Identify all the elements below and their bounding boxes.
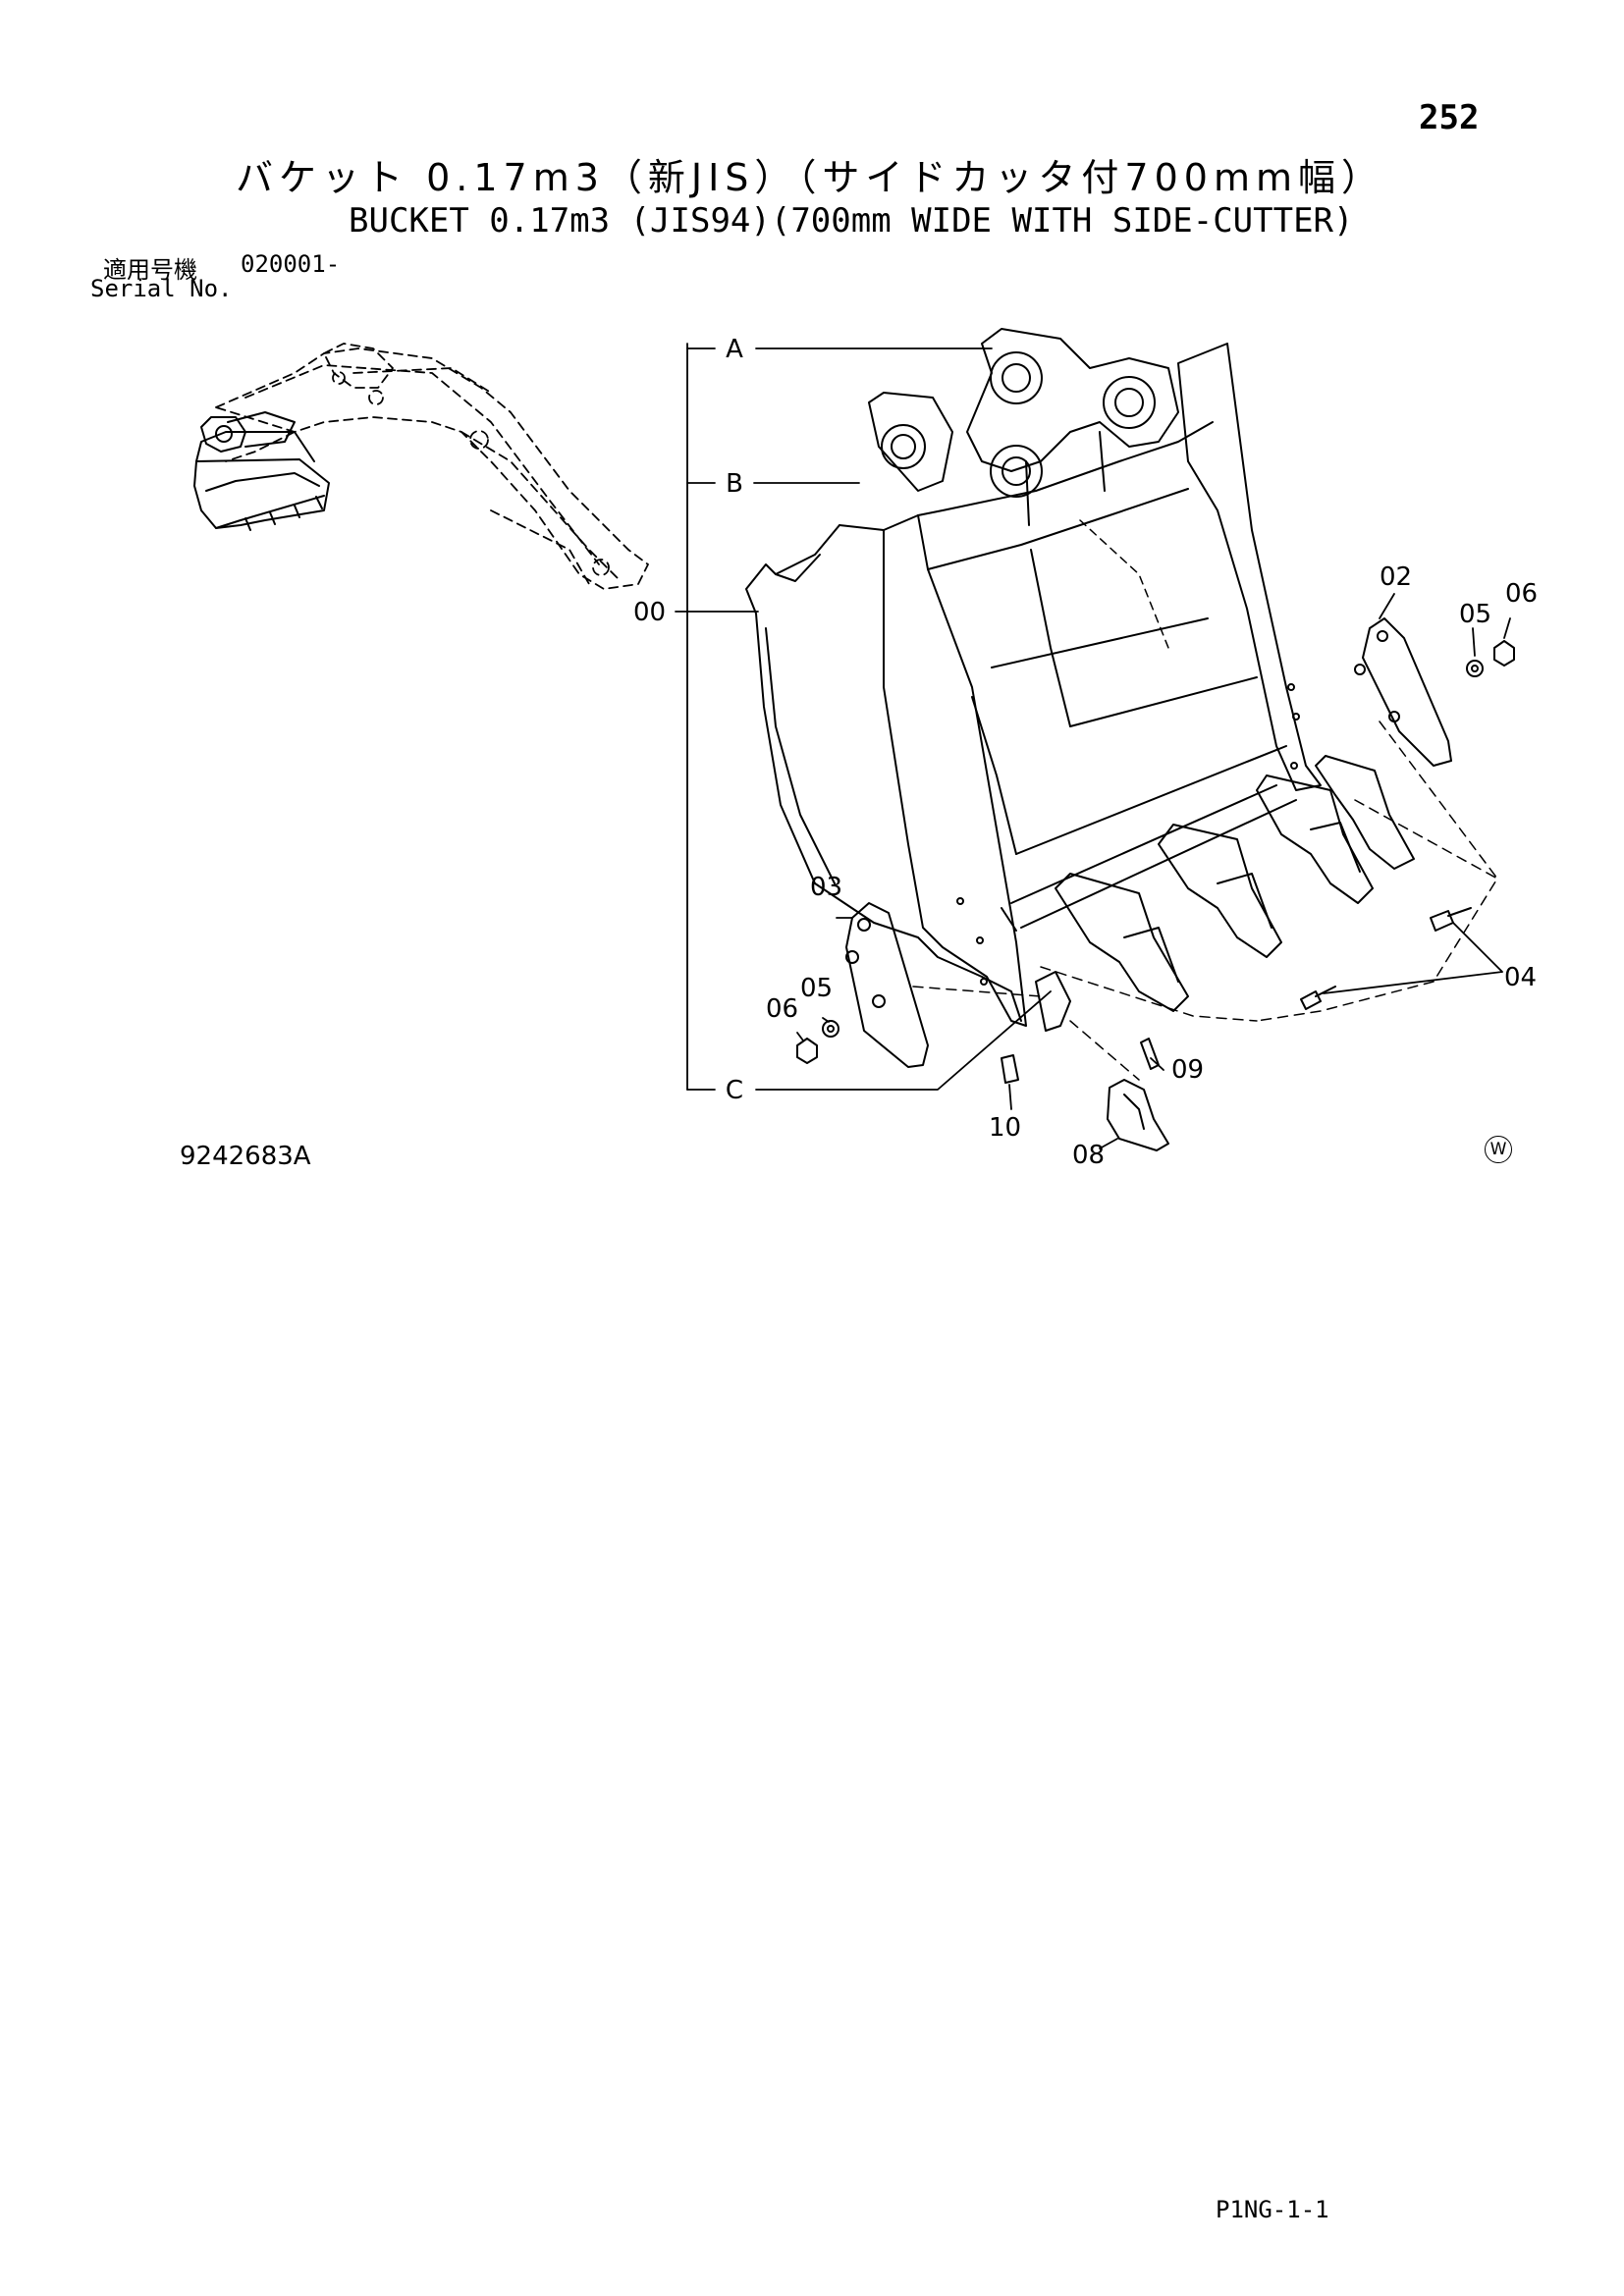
callout-00: 00 bbox=[633, 598, 666, 627]
callout-10: 10 bbox=[989, 1113, 1021, 1143]
callout-a: A bbox=[726, 335, 743, 364]
bucket-teeth bbox=[1035, 755, 1415, 1032]
callout-06-left: 06 bbox=[766, 994, 798, 1024]
callout-08: 08 bbox=[1072, 1141, 1105, 1170]
callout-03: 03 bbox=[810, 873, 842, 902]
arm-location-inset bbox=[193, 343, 649, 590]
serial-label-english: Serial No. bbox=[90, 275, 233, 302]
callout-02: 02 bbox=[1380, 562, 1412, 592]
footer-code: P1NG-1-1 bbox=[1216, 2196, 1329, 2223]
callout-06-right: 06 bbox=[1505, 579, 1538, 609]
callout-04: 04 bbox=[1504, 963, 1537, 992]
loose-parts bbox=[796, 617, 1515, 1151]
serial-label-japanese: 適用号機 bbox=[103, 256, 197, 284]
title-english: BUCKET 0.17m3 (JIS94)(700mm WIDE WITH SI… bbox=[349, 201, 1354, 240]
callout-05-left: 05 bbox=[800, 974, 833, 1003]
callout-leaders bbox=[675, 343, 1511, 1149]
page-number: 252 bbox=[1419, 98, 1480, 137]
callout-09: 09 bbox=[1171, 1055, 1204, 1085]
callout-labels: A B C 00 02 03 04 05 06 05 06 08 09 10 bbox=[633, 335, 1538, 1170]
callout-b: B bbox=[726, 469, 743, 499]
bucket-body bbox=[745, 328, 1322, 1027]
callout-05-right: 05 bbox=[1459, 600, 1491, 629]
drawing-number: 9242683A bbox=[180, 1142, 311, 1171]
serial-number-value: 020001- bbox=[241, 250, 341, 278]
w-mark-symbol: W bbox=[1485, 1136, 1512, 1163]
title-japanese: バケット 0.17m3（新JIS）（サイドカッタ付700mm幅） bbox=[236, 156, 1384, 199]
callout-c: C bbox=[726, 1076, 743, 1105]
